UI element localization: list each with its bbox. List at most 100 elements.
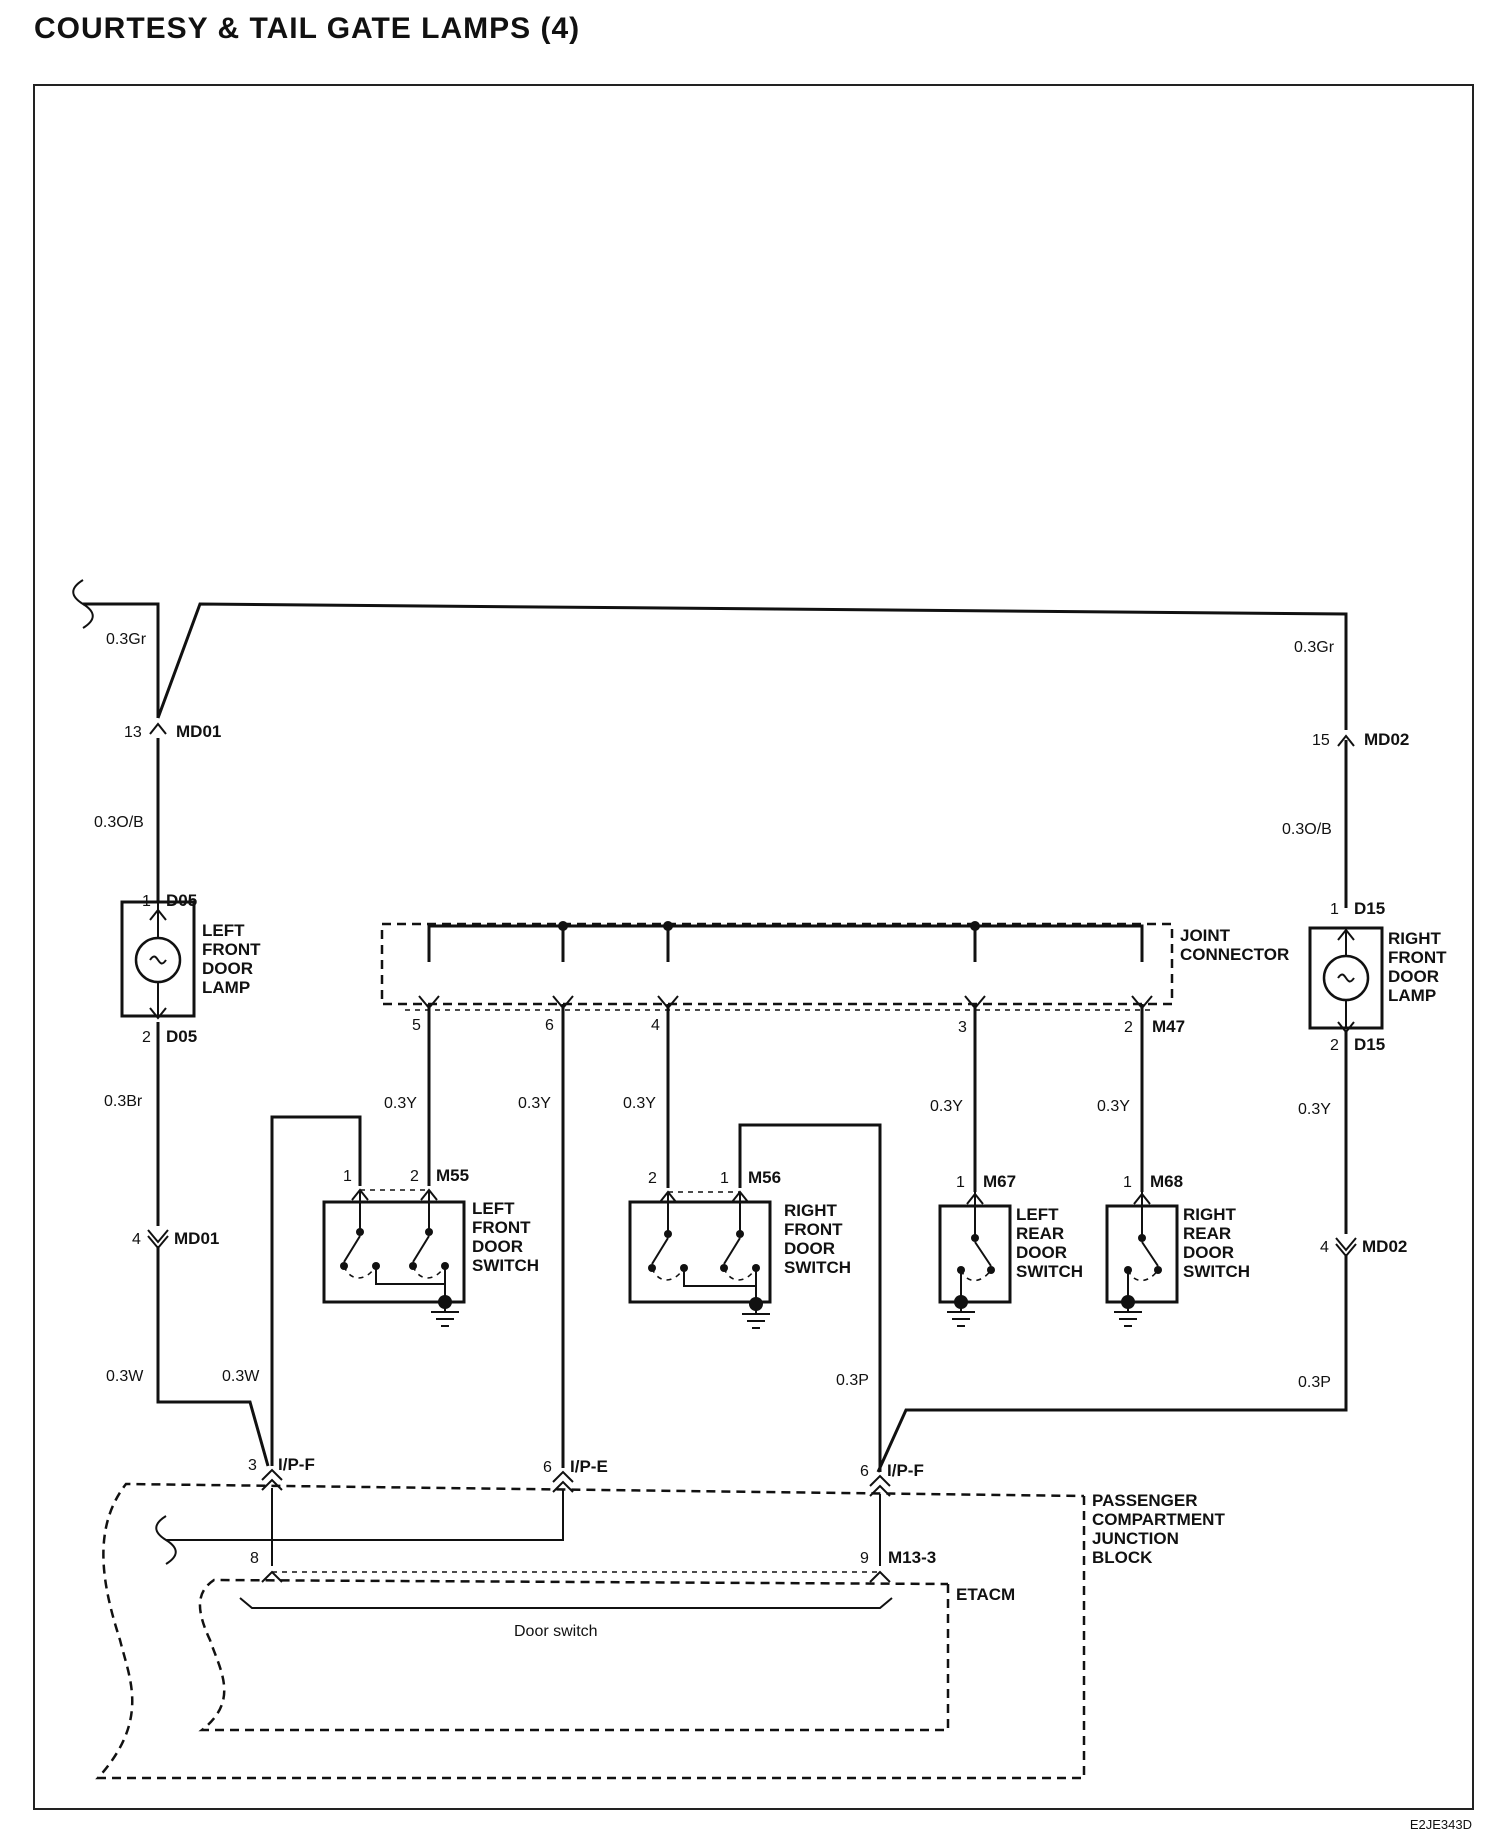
connector-pin: 1 bbox=[956, 1174, 965, 1191]
connector-name: D05 bbox=[166, 891, 197, 910]
svg-text:LEFT: LEFT bbox=[472, 1199, 515, 1218]
bus-stub bbox=[561, 926, 977, 962]
connector-pin: 6 bbox=[545, 1017, 554, 1034]
svg-text:DOOR: DOOR bbox=[1016, 1243, 1067, 1262]
wire-label: 0.3Y bbox=[1298, 1101, 1331, 1118]
left-lamp-label: LEFT FRONT DOOR LAMP bbox=[202, 921, 261, 997]
connector-pin: 4 bbox=[132, 1231, 141, 1248]
wire-label: 0.3Br bbox=[104, 1093, 143, 1110]
connector-pin: 1 bbox=[720, 1170, 729, 1187]
svg-text:REAR: REAR bbox=[1016, 1224, 1064, 1243]
wire-right-p bbox=[876, 1254, 1348, 1473]
svg-text:DOOR: DOOR bbox=[202, 959, 253, 978]
connector-name: M68 bbox=[1150, 1172, 1183, 1191]
svg-text:PASSENGER: PASSENGER bbox=[1092, 1491, 1198, 1510]
svg-text:LEFT: LEFT bbox=[1016, 1205, 1059, 1224]
wire-gr-top bbox=[156, 602, 1348, 730]
connector-pin: 2 bbox=[410, 1168, 419, 1185]
svg-text:BLOCK: BLOCK bbox=[1092, 1548, 1153, 1567]
svg-text:LAMP: LAMP bbox=[202, 978, 250, 997]
wire-label: 0.3P bbox=[836, 1372, 869, 1389]
wire-label: 0.3W bbox=[222, 1368, 260, 1385]
connector-md01-top bbox=[149, 722, 167, 735]
connector-ip-pins-low bbox=[261, 1478, 891, 1497]
joint-bus bbox=[427, 924, 1144, 962]
connector-m13-pins bbox=[261, 1570, 891, 1583]
wire-internal-ipe bbox=[166, 1490, 564, 1541]
svg-text:SWITCH: SWITCH bbox=[784, 1258, 851, 1277]
door-switch-bracket bbox=[239, 1597, 893, 1609]
svg-text:COMPARTMENT: COMPARTMENT bbox=[1092, 1510, 1225, 1529]
lr-switch-label: LEFT REAR DOOR SWITCH bbox=[1016, 1205, 1083, 1281]
diagram-frame bbox=[33, 84, 1474, 1810]
etacm-outline bbox=[198, 1578, 950, 1732]
junction-block-outline bbox=[95, 1482, 1086, 1780]
connector-pin: 2 bbox=[1124, 1019, 1133, 1036]
svg-text:SWITCH: SWITCH bbox=[1016, 1262, 1083, 1281]
connector-name: M13-3 bbox=[888, 1548, 936, 1567]
svg-text:RIGHT: RIGHT bbox=[784, 1201, 838, 1220]
etacm-label: ETACM bbox=[956, 1585, 1015, 1604]
connector-pin: 15 bbox=[1312, 732, 1330, 749]
connector-name: M55 bbox=[436, 1166, 469, 1185]
diagram-code: E2JE343D bbox=[1409, 1817, 1472, 1832]
continuation-symbol bbox=[155, 1515, 177, 1565]
door-switch-note: Door switch bbox=[514, 1623, 598, 1640]
wire-label: 0.3Y bbox=[1097, 1098, 1130, 1115]
svg-text:DOOR: DOOR bbox=[472, 1237, 523, 1256]
connector-name: I/P-F bbox=[278, 1455, 315, 1474]
connector-pin: 2 bbox=[142, 1029, 151, 1046]
connector-md01-bot bbox=[147, 1229, 169, 1250]
wire-label: 0.3P bbox=[1298, 1374, 1331, 1391]
connector-pin: 3 bbox=[958, 1019, 967, 1036]
continuation-symbol bbox=[72, 579, 94, 629]
svg-text:FRONT: FRONT bbox=[202, 940, 261, 959]
wire-label: 0.3W bbox=[106, 1368, 144, 1385]
svg-text:DOOR: DOOR bbox=[1183, 1243, 1234, 1262]
connector-name: I/P-F bbox=[887, 1461, 924, 1480]
left-rear-door-switch bbox=[938, 1192, 1012, 1327]
right-front-door-lamp bbox=[1308, 926, 1384, 1034]
svg-text:CONNECTOR: CONNECTOR bbox=[1180, 945, 1289, 964]
connector-pin: 6 bbox=[543, 1459, 552, 1476]
right-front-door-switch bbox=[628, 1190, 772, 1329]
svg-text:DOOR: DOOR bbox=[784, 1239, 835, 1258]
lf-switch-label: LEFT FRONT DOOR SWITCH bbox=[472, 1199, 539, 1275]
connector-pin: 1 bbox=[142, 893, 151, 910]
rf-switch-label: RIGHT FRONT DOOR SWITCH bbox=[784, 1201, 851, 1277]
wire-m56-p bbox=[738, 1123, 882, 1472]
connector-name: D15 bbox=[1354, 899, 1385, 918]
wire-label: 0.3Y bbox=[930, 1098, 963, 1115]
connector-pin: 1 bbox=[343, 1168, 352, 1185]
connector-pin: 6 bbox=[860, 1463, 869, 1480]
connector-pin: 1 bbox=[1123, 1174, 1132, 1191]
connector-pin: 5 bbox=[412, 1017, 421, 1034]
wire-label: 0.3Y bbox=[518, 1095, 551, 1112]
connector-md02-bot bbox=[1335, 1237, 1357, 1258]
connector-m47-pins bbox=[418, 995, 1153, 1010]
wire-left-w bbox=[156, 1246, 270, 1467]
page-title: COURTESY & TAIL GATE LAMPS (4) bbox=[34, 12, 581, 45]
connector-md02-top bbox=[1337, 734, 1355, 747]
svg-text:FRONT: FRONT bbox=[1388, 948, 1447, 967]
wire-label: 0.3Gr bbox=[106, 631, 147, 648]
svg-text:SWITCH: SWITCH bbox=[1183, 1262, 1250, 1281]
joint-connector-label: JOINT CONNECTOR bbox=[1180, 926, 1289, 964]
svg-text:LEFT: LEFT bbox=[202, 921, 245, 940]
connector-pin: 8 bbox=[250, 1550, 259, 1567]
junction-block-label: PASSENGER COMPARTMENT JUNCTION BLOCK bbox=[1092, 1491, 1225, 1567]
svg-text:RIGHT: RIGHT bbox=[1388, 929, 1442, 948]
connector-pin: 1 bbox=[1330, 901, 1339, 918]
svg-text:SWITCH: SWITCH bbox=[472, 1256, 539, 1275]
connector-name: MD01 bbox=[174, 1229, 219, 1248]
svg-text:JUNCTION: JUNCTION bbox=[1092, 1529, 1179, 1548]
right-rear-door-switch bbox=[1105, 1192, 1179, 1327]
svg-text:FRONT: FRONT bbox=[472, 1218, 531, 1237]
connector-name: M47 bbox=[1152, 1017, 1185, 1036]
connector-pin: 4 bbox=[1320, 1239, 1329, 1256]
connector-pin: 2 bbox=[1330, 1037, 1339, 1054]
wire-label: 0.3O/B bbox=[94, 814, 144, 831]
wire-label: 0.3Gr bbox=[1294, 639, 1335, 656]
wire-m55-w bbox=[270, 1115, 362, 1466]
